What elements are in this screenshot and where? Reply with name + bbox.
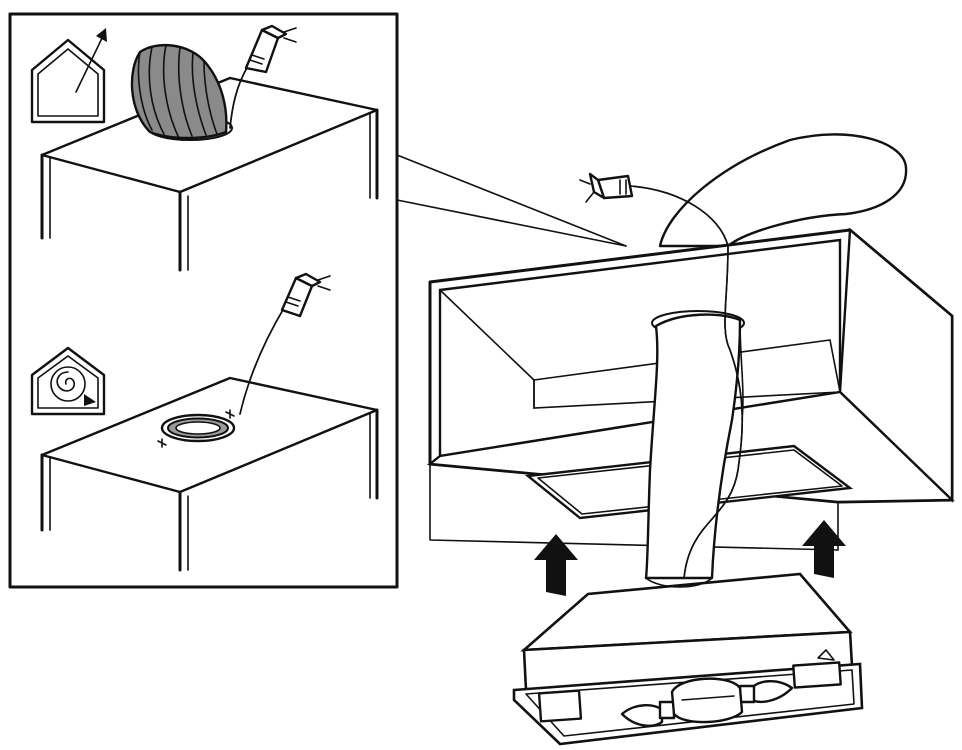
power-cable	[683, 245, 744, 579]
switch-housing	[537, 689, 583, 723]
ducted-panel	[30, 24, 379, 272]
arrow-up-icon	[802, 520, 846, 578]
flexible-duct-icon	[130, 44, 233, 141]
hood-insert	[512, 572, 864, 746]
switch-housing	[792, 661, 842, 689]
exhaust-duct	[658, 133, 908, 248]
power-plug-icon	[579, 172, 729, 247]
power-plug-icon	[229, 24, 297, 129]
house-recirculation-icon	[30, 346, 106, 416]
cutout-ring-icon	[157, 409, 236, 448]
wall-cabinet	[426, 227, 955, 551]
house-arrow-out-icon	[30, 28, 107, 124]
motor-icon	[670, 677, 744, 724]
inset-frame	[8, 12, 399, 589]
recirculating-panel	[30, 272, 379, 572]
flexible-hose	[644, 313, 744, 580]
callout-line-top	[396, 154, 627, 247]
power-plug-icon	[239, 272, 331, 415]
inset-panel	[8, 12, 627, 589]
callout-line-bottom	[396, 199, 627, 247]
arrow-up-icon	[534, 534, 578, 596]
